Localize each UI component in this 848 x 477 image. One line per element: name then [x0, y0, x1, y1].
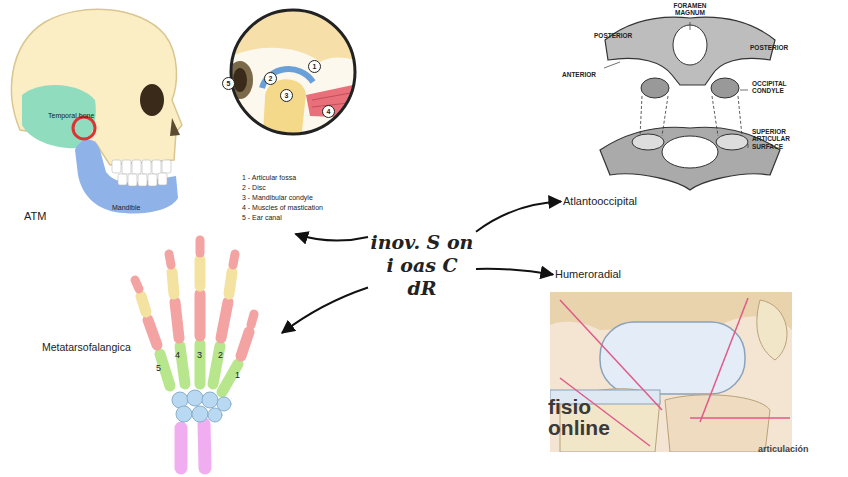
legend-item: 2 - Disc [242, 176, 266, 194]
node-text: ATM [24, 210, 46, 223]
callout-number: 4 [175, 344, 180, 362]
part-name-text: OCCIPITAL CONDYLE [752, 80, 806, 95]
joint-label: Humeroradial [553, 267, 623, 282]
part-name-text: ANTERIOR [562, 71, 596, 78]
watermark-text: fisio online [548, 396, 618, 438]
legend-item-text: 2 - Disc [242, 184, 266, 191]
callout-number: 5 [156, 357, 161, 375]
tmj-inset [227, 5, 360, 150]
arrow-connector [476, 202, 561, 232]
callout-number: 2 [218, 344, 223, 362]
part-name-text: Mandible [112, 204, 140, 211]
node-text: inov. S on i oas C dR [370, 231, 474, 299]
part-name: SUPERIOR ARTICULAR SURFACE [752, 128, 802, 150]
part-name-text: SUPERIOR ARTICULAR SURFACE [752, 128, 802, 150]
legend-item-text: 5 - Ear canal [242, 214, 282, 221]
callout-number-text: 2 [218, 350, 223, 360]
callout-number: 1 [235, 364, 240, 382]
callout-number: 2 [264, 67, 277, 85]
callout-number-text: 3 [197, 350, 202, 360]
callout-number: 4 [322, 100, 335, 118]
legend-item-text: 1 - Articular fossa [242, 174, 296, 181]
arrow-connector [296, 234, 368, 241]
part-name-text: articulación [758, 444, 809, 454]
arrow-connector [476, 269, 553, 275]
callout-number-text: 5 [222, 77, 235, 90]
callout-number: 3 [280, 84, 293, 102]
topic-node: inov. S on i oas C dR [368, 228, 476, 302]
part-name-text: POSTERIOR [750, 44, 788, 51]
part-name: articulación [758, 438, 809, 456]
callout-number: 1 [308, 55, 321, 73]
part-name: Mandible [112, 196, 140, 214]
callout-number: 5 [222, 72, 235, 90]
part-name-text: Temporal bone [48, 112, 94, 119]
atlas-figure [600, 17, 780, 190]
callout-number-text: 1 [235, 370, 240, 380]
callout-number-text: 3 [280, 89, 293, 102]
legend-item-text: 4 - Muscles of mastication [242, 204, 323, 211]
node-text: Humeroradial [555, 268, 621, 281]
callout-number: 3 [197, 344, 202, 362]
legend-item: 5 - Ear canal [242, 206, 282, 224]
legend-item: 4 - Muscles of mastication [242, 196, 323, 214]
part-name: FORAMEN MAGNUM [668, 2, 712, 17]
part-name-text: FORAMEN MAGNUM [668, 2, 712, 17]
watermark: fisio online [548, 396, 618, 438]
node-text: Metatarsofalangica [42, 341, 131, 354]
callout-number-text: 4 [322, 105, 335, 118]
legend-item-text: 3 - Mandibular condyle [242, 194, 313, 201]
part-name-text: POSTERIOR [594, 32, 632, 39]
skull-figure [12, 9, 182, 213]
hand-figure [135, 240, 254, 468]
part-name: ANTERIOR [562, 63, 596, 81]
part-name: POSTERIOR [594, 24, 632, 42]
node-text: Atlantooccipital [563, 195, 637, 208]
joint-label: Atlantooccipital [561, 194, 639, 209]
joint-group: Metatarsofalangica [40, 228, 282, 472]
part-name: Temporal bone [48, 104, 94, 122]
part-name: POSTERIOR [750, 36, 788, 54]
callout-number-text: 5 [156, 363, 161, 373]
callout-number-text: 2 [264, 72, 277, 85]
legend-item: 3 - Mandibular condyle [242, 186, 313, 204]
part-name: OCCIPITAL CONDYLE [752, 80, 806, 95]
arrow-connector [282, 288, 368, 333]
callout-number-text: 4 [175, 350, 180, 360]
legend-item: 1 - Articular fossa [242, 166, 296, 184]
callout-number-text: 1 [308, 60, 321, 73]
